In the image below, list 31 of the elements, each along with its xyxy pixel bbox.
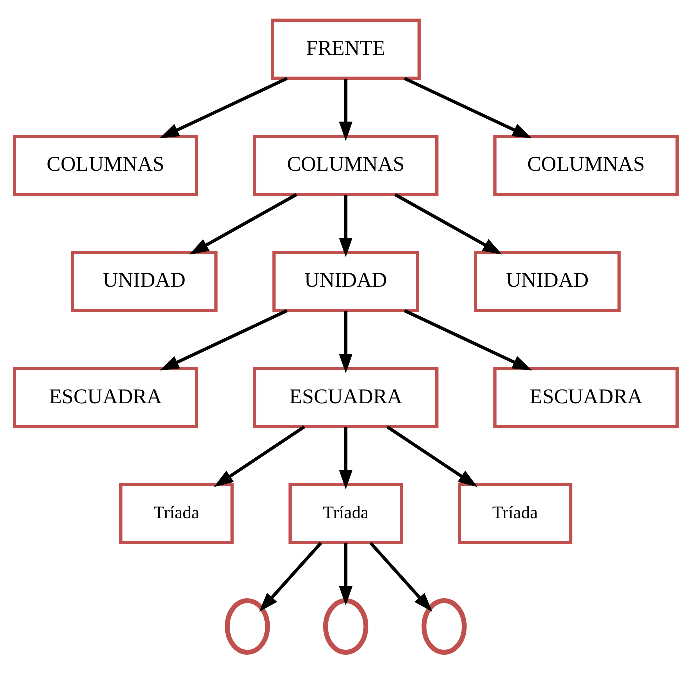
arrow	[404, 309, 532, 371]
node-box: Tríada	[288, 483, 404, 545]
node-box: COLUMNAS	[13, 134, 198, 196]
node-circle	[323, 598, 369, 655]
arrow	[339, 427, 353, 490]
node-box: COLUMNAS	[253, 134, 439, 196]
arrow	[259, 542, 322, 612]
arrow	[339, 78, 353, 142]
node-box: COLUMNAS	[494, 134, 679, 196]
node-circle	[422, 598, 467, 655]
node-box: UNIDAD	[272, 251, 420, 312]
arrow	[339, 195, 353, 258]
node-box: Tríada	[458, 483, 573, 545]
arrow	[190, 193, 298, 255]
arrow	[160, 309, 288, 371]
node-box: ESCUADRA	[13, 367, 198, 428]
node-box: ESCUADRA	[253, 367, 439, 428]
arrow	[404, 77, 532, 139]
arrow	[214, 426, 306, 488]
arrow	[339, 543, 353, 606]
node-box: ESCUADRA	[494, 367, 679, 428]
arrow	[160, 77, 288, 139]
arrow	[386, 426, 478, 488]
arrow	[394, 193, 502, 255]
node-box: Tríada	[119, 483, 234, 545]
node-box: UNIDAD	[474, 251, 621, 312]
arrow	[370, 542, 433, 612]
arrow	[339, 311, 353, 374]
node-box: FRENTE	[271, 18, 421, 80]
node-circle	[225, 598, 270, 655]
node-box: UNIDAD	[71, 251, 218, 312]
